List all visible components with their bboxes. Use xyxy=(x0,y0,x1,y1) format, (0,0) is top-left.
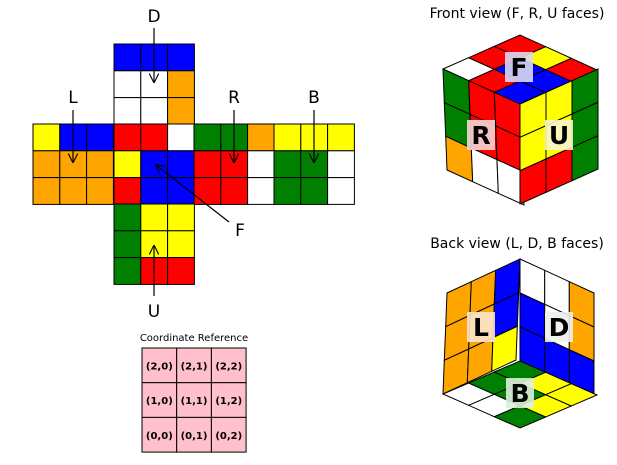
coord-cell xyxy=(176,416,212,453)
net-sticker-r-2-0 xyxy=(193,177,222,205)
net-sticker-l-0-2 xyxy=(86,123,114,152)
net-sticker-u-0-2 xyxy=(167,203,195,232)
net-sticker-f-0-0 xyxy=(113,123,142,152)
net-sticker-d-1-0 xyxy=(113,70,142,99)
label-f: F xyxy=(235,221,245,241)
arrow-f xyxy=(156,165,230,223)
coord-cell-label: (1,1) xyxy=(181,396,208,407)
front-label-top: F xyxy=(510,53,527,82)
net-sticker-r-2-2 xyxy=(247,177,275,205)
net-sticker-l-1-2 xyxy=(86,150,114,179)
net-sticker-u-2-2 xyxy=(167,257,195,285)
net-sticker-b-0-2 xyxy=(327,123,355,152)
front-label-left: R xyxy=(471,121,490,150)
net-sticker-d-0-2 xyxy=(167,43,195,72)
net-sticker-d-2-1 xyxy=(140,97,169,125)
net-sticker-f-0-2 xyxy=(167,123,195,152)
net-sticker-b-1-2 xyxy=(327,150,355,179)
net-sticker-u-1-2 xyxy=(167,230,195,259)
back-left-2-2 xyxy=(491,325,518,373)
net-sticker-f-2-0 xyxy=(113,177,142,205)
front-label-top-box xyxy=(505,52,533,82)
front-label-left-box xyxy=(467,120,495,150)
net-sticker-u-0-0 xyxy=(113,203,142,232)
net-sticker-u-2-0 xyxy=(113,257,142,285)
net-sticker-r-1-0 xyxy=(193,150,222,179)
net-sticker-r-2-1 xyxy=(220,177,249,205)
coordinate-reference: Coordinate Reference (2,0) (2,1) (2,2) (1,0… xyxy=(140,333,248,453)
back-label-right: D xyxy=(549,313,570,342)
net-sticker-l-2-1 xyxy=(59,177,88,205)
net-sticker-r-1-2 xyxy=(247,150,275,179)
net-sticker-l-0-0 xyxy=(32,123,61,152)
net-sticker-r-0-2 xyxy=(247,123,275,152)
net-sticker-f-1-0 xyxy=(113,150,142,179)
back-label-left-box xyxy=(467,312,495,342)
coord-cell-label: (0,0) xyxy=(146,431,173,442)
coord-cell xyxy=(210,416,247,453)
coord-grid: (2,0) (2,1) (2,2) (1,0) (1,1) (1,2) (0,0) (0,1)… xyxy=(141,347,247,453)
label-d: D xyxy=(147,7,160,27)
net-sticker-f-1-2 xyxy=(167,150,195,179)
net-sticker-b-0-0 xyxy=(273,123,302,152)
net-sticker-b-2-0 xyxy=(273,177,302,205)
front-view: Front view (F, R, U faces) F R U xyxy=(430,6,605,206)
back-label-bottom: B xyxy=(510,379,529,408)
label-u: U xyxy=(148,302,160,322)
front-label-right-box xyxy=(545,120,573,150)
net-sticker-l-1-0 xyxy=(32,150,61,179)
coord-cell-label: (0,2) xyxy=(215,431,242,442)
net-sticker-l-2-2 xyxy=(86,177,114,205)
net-sticker-f-2-1 xyxy=(140,177,169,205)
net-sticker-f-2-2 xyxy=(167,177,195,205)
coord-cell xyxy=(141,416,178,453)
net-sticker-d-2-0 xyxy=(113,97,142,125)
front-label-right: U xyxy=(549,121,569,150)
net-sticker-d-1-2 xyxy=(167,70,195,99)
net-sticker-b-2-2 xyxy=(327,177,355,205)
net-sticker-u-1-0 xyxy=(113,230,142,259)
coord-ref-title: Coordinate Reference xyxy=(140,333,248,344)
back-label-left: L xyxy=(473,313,489,342)
coord-cell-label: (2,0) xyxy=(146,361,173,372)
net-sticker-r-0-0 xyxy=(193,123,222,152)
net-sticker-d-2-2 xyxy=(167,97,195,125)
coord-cell-label: (1,2) xyxy=(215,396,242,407)
back-face-labels: L D B xyxy=(467,312,573,408)
back-view-title: Back view (L, D, B faces) xyxy=(430,236,604,252)
front-right-2-2 xyxy=(571,134,599,182)
coord-cell-label: (0,1) xyxy=(181,431,208,442)
net-sticker-l-2-0 xyxy=(32,177,61,205)
coord-cell-label: (2,2) xyxy=(215,361,242,372)
net-sticker-u-0-1 xyxy=(140,203,169,232)
back-view: Back view (L, D, B faces) L D B xyxy=(430,236,604,429)
net-sticker-f-0-1 xyxy=(140,123,169,152)
label-b: B xyxy=(308,88,320,108)
coord-cell-label: (1,0) xyxy=(146,396,173,407)
net-sticker-b-2-1 xyxy=(300,177,329,205)
label-l: L xyxy=(68,88,78,108)
back-bottom-2-2 xyxy=(544,383,599,407)
front-face-labels: F R U xyxy=(467,52,573,150)
coord-cell xyxy=(210,382,247,418)
coord-cell-label: (2,1) xyxy=(181,361,208,372)
front-view-title: Front view (F, R, U faces) xyxy=(430,6,605,22)
net-labels: D L R B F U xyxy=(68,7,320,322)
net-sticker-f-1-1 xyxy=(140,150,169,179)
net-sticker-b-1-0 xyxy=(273,150,302,179)
label-r: R xyxy=(228,88,240,108)
front-left-2-2 xyxy=(496,158,525,206)
back-label-right-box xyxy=(545,312,573,342)
cube-net xyxy=(32,43,355,285)
back-label-bottom-box xyxy=(506,378,534,408)
net-sticker-d-0-0 xyxy=(113,43,142,72)
